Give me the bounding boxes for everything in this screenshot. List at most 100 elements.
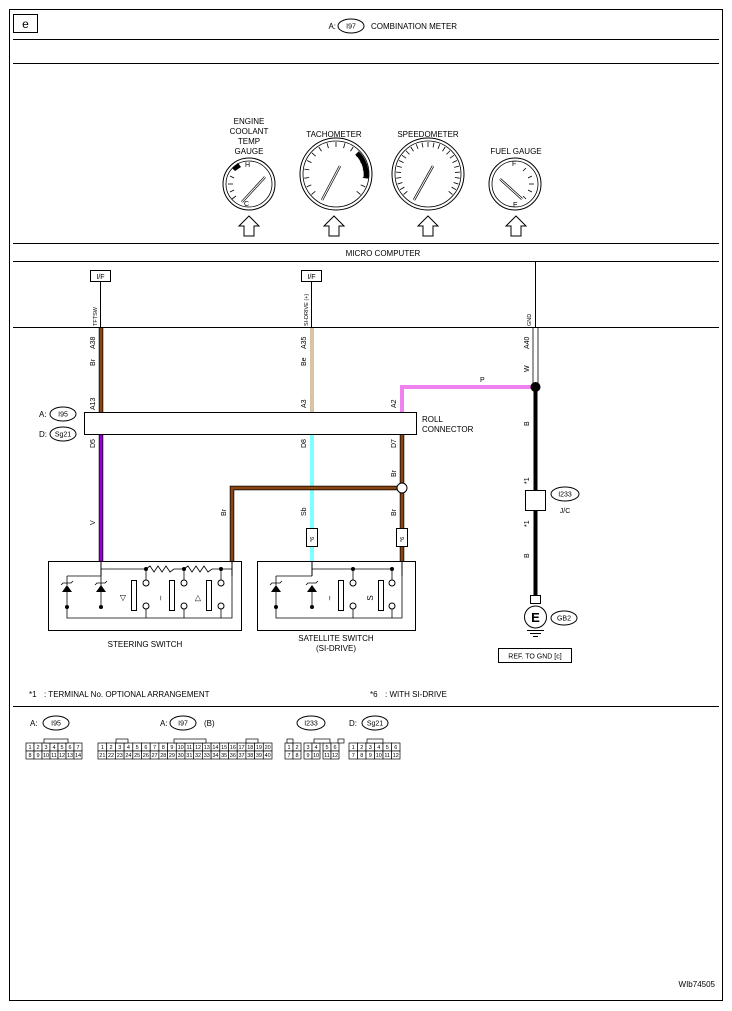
- coolant-gauge-title-3: TEMP: [238, 137, 260, 146]
- term-d7: D7: [391, 439, 398, 448]
- connector-lock-tab: [43, 738, 69, 744]
- connector-cell: [73, 750, 83, 760]
- connector-pin-number: 11: [384, 753, 390, 759]
- connector-pin-number: 4: [377, 745, 380, 751]
- conn-i95-name: I95: [51, 721, 61, 728]
- gauge-tick: [311, 191, 316, 195]
- coolant-gauge-title-2: COOLANT: [230, 127, 269, 136]
- wire-label-sidrive-sb: Sb: [301, 507, 308, 516]
- connector-pin-number: 6: [144, 745, 147, 751]
- ground-ref-box: [498, 648, 572, 663]
- steering-switch: ◁ – ▷: [48, 561, 242, 631]
- connector-pin-number: 33: [204, 753, 210, 759]
- gauge-tick: [449, 154, 455, 159]
- conn-i233-oval: [296, 715, 326, 731]
- signal-gnd: GND: [527, 314, 533, 326]
- note-d7: *6: [400, 537, 406, 542]
- connector-cell: [262, 750, 273, 760]
- coolant-gauge-title-1: ENGINE: [234, 117, 265, 126]
- connector-pin-number: 8: [162, 745, 165, 751]
- ground-lug: [530, 595, 541, 604]
- arrow-up-icon: [504, 215, 528, 237]
- connector-cell: [311, 750, 321, 760]
- connector-pin-number: 9: [170, 745, 173, 751]
- steering-symbol-left: ◁: [118, 594, 127, 601]
- wire-label-gnd-w: W: [524, 365, 531, 372]
- connector-pin-number: 5: [386, 745, 389, 751]
- gauge-tick: [399, 186, 405, 190]
- gauge-tick: [442, 146, 446, 152]
- connector-pin-number: 36: [230, 753, 236, 759]
- fuel-gauge: F E: [488, 157, 542, 211]
- coolant-mark-high: H: [245, 162, 250, 169]
- wire-label-d7-br-lower: Br: [391, 508, 398, 516]
- gauge-tick: [454, 165, 460, 168]
- gauge-tick: [453, 182, 459, 185]
- connector-cell: [292, 750, 302, 760]
- gauge-tick: [356, 191, 361, 195]
- speedometer-gauge: [391, 137, 465, 211]
- splice-d7: [396, 482, 408, 494]
- connector-cell: [391, 750, 401, 760]
- connector-pin-number: 6: [333, 745, 336, 751]
- section-letter: e: [22, 17, 29, 31]
- wire-label-sidrive-be: Be: [301, 357, 308, 366]
- connector-pin-number: 25: [134, 753, 140, 759]
- junction-connector: I233: [558, 492, 572, 499]
- connector-pin-number: 10: [376, 753, 382, 759]
- connector-pin-number: 15: [221, 745, 227, 751]
- connector-pin-number: 10: [43, 753, 49, 759]
- satellite-switch-label-2: (SI-DRIVE): [316, 644, 356, 653]
- connector-pin-number: 30: [178, 753, 184, 759]
- connector-pin-number: 2: [36, 745, 39, 751]
- connector-pin-number: 5: [60, 745, 63, 751]
- connector-cell: [330, 750, 340, 760]
- ground-ref: REF. TO GND [c]: [508, 654, 561, 661]
- connector-pin-number: 27: [151, 753, 157, 759]
- conn-i233-name: I233: [304, 721, 318, 728]
- connector-pin-number: 9: [306, 753, 309, 759]
- conn-sg21-prefix: D:: [349, 719, 357, 728]
- gauge-tick: [454, 177, 460, 179]
- conn-i97-prefix: A:: [160, 719, 168, 728]
- connector-pin-number: 3: [306, 745, 309, 751]
- gauge-arrows: [237, 215, 528, 237]
- fuel-gauge-title: FUEL GAUGE: [490, 147, 541, 156]
- connector-pin-number: 5: [325, 745, 328, 751]
- connector-pin-number: 12: [393, 753, 399, 759]
- gauge-tick: [432, 142, 435, 148]
- gauge-tick: [311, 152, 316, 157]
- gauge-tick: [306, 184, 312, 188]
- connector-pin-number: 12: [195, 745, 201, 751]
- connector-pin-number: 34: [212, 753, 218, 759]
- roll-conn-d-oval: [49, 426, 77, 442]
- connector-pin-number: 2: [110, 745, 113, 751]
- coolant-mark-low: C: [244, 201, 249, 208]
- connector-pin-number: 29: [169, 753, 175, 759]
- connector-pin-number: 23: [117, 753, 123, 759]
- fuel-mark-empty: E: [513, 202, 518, 209]
- connector-pin-number: 20: [265, 745, 271, 751]
- roll-conn-d: Sg21: [55, 432, 71, 439]
- connector-pin-number: 9: [36, 753, 39, 759]
- note-1-text: : TERMINAL No. OPTIONAL ARRANGEMENT: [44, 690, 210, 699]
- connector-pin-number: 3: [118, 745, 121, 751]
- connector-pin-number: 35: [221, 753, 227, 759]
- connector-pin-number: 17: [238, 745, 244, 751]
- junction-label: J/C: [560, 508, 571, 515]
- gauge-tick: [318, 146, 322, 152]
- connector-lock-tab: [115, 738, 129, 744]
- gauge-tick: [304, 168, 310, 171]
- connector-pin-number: 32: [195, 753, 201, 759]
- ground-circle: [524, 605, 547, 629]
- connector-pin-number: 11: [324, 753, 330, 759]
- gauge-tick: [410, 146, 414, 152]
- connector-pin-number: 26: [143, 753, 149, 759]
- connector-pin-number: 16: [230, 745, 236, 751]
- note-6-mark: *6: [370, 690, 378, 699]
- roll-connector-box: [84, 412, 417, 435]
- connector-lock-tab: [337, 738, 345, 744]
- connector-pin-number: 3: [369, 745, 372, 751]
- coolant-gauge: H C: [222, 157, 276, 211]
